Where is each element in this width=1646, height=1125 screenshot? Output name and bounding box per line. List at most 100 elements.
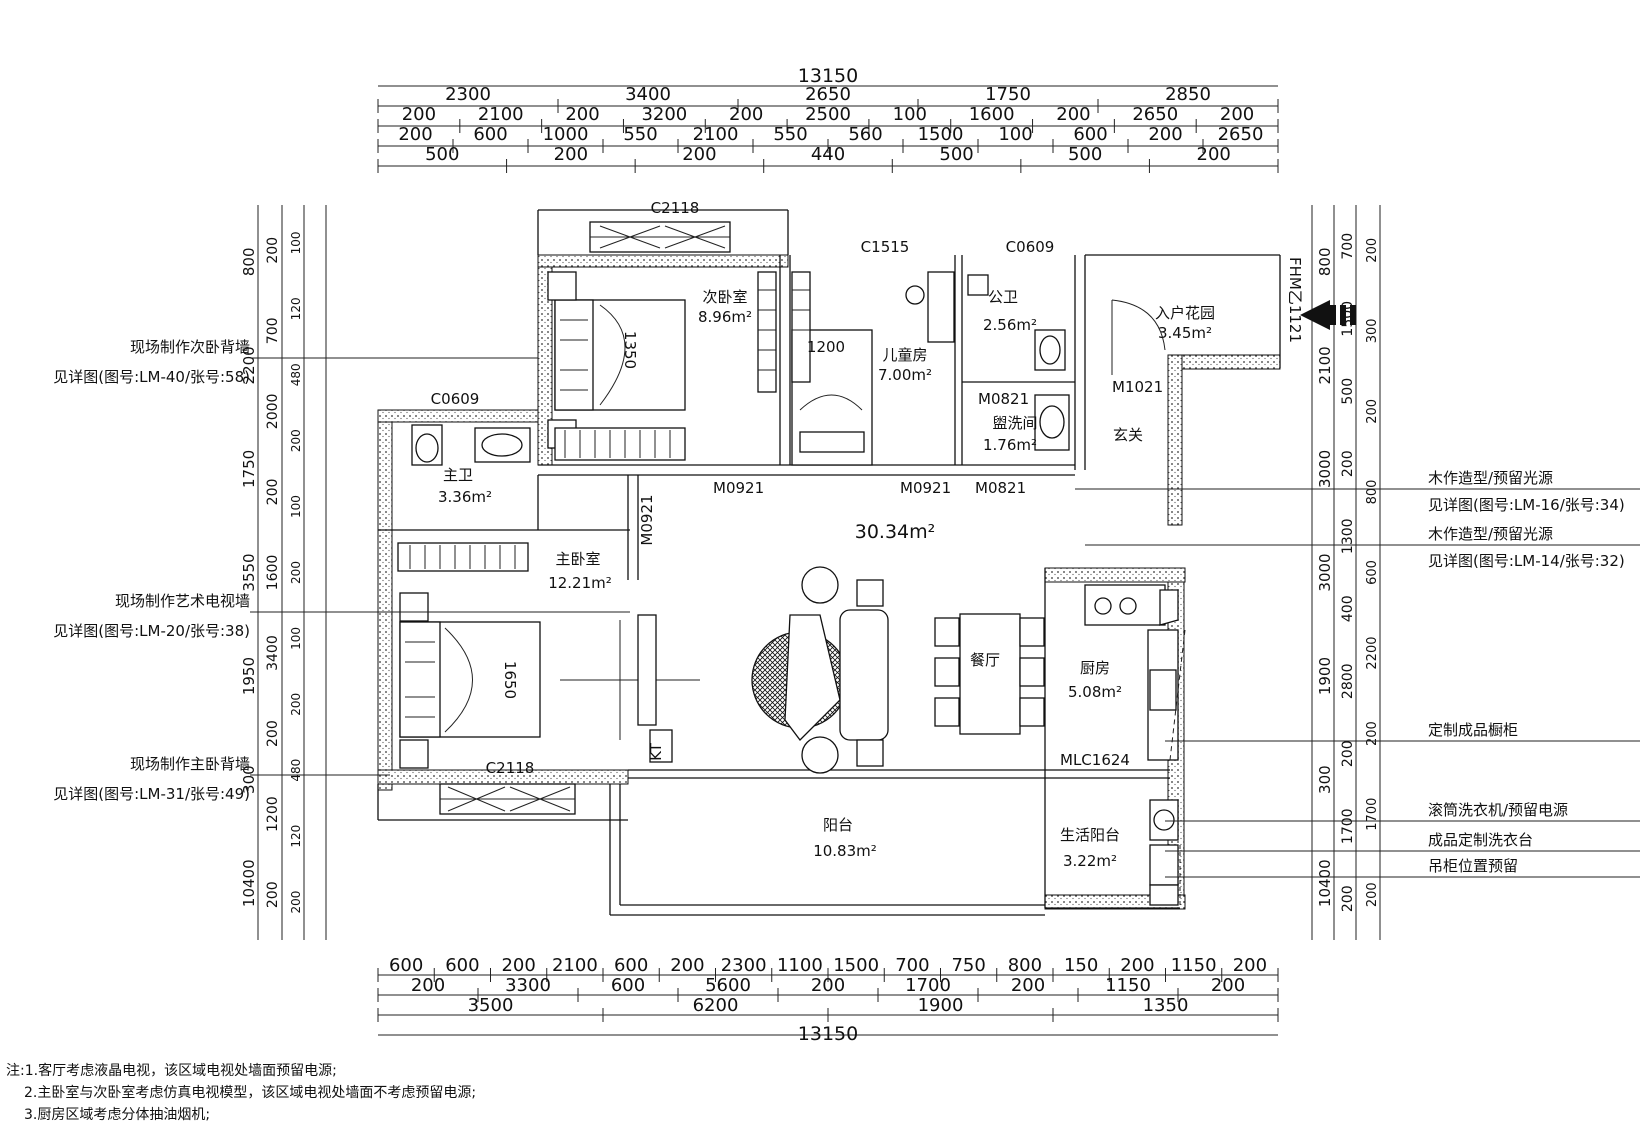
callout-right-2-ref: 见详图(图号:LM-14/张号:32) bbox=[1428, 552, 1625, 570]
door-m1021: M1021 bbox=[1112, 378, 1163, 396]
window-c0609-public: C0609 bbox=[1006, 238, 1055, 256]
dimension-label: 2300 bbox=[721, 955, 767, 976]
dimension-label: 200 bbox=[1148, 124, 1182, 145]
callout-right-4-title: 滚筒洗衣机/预留电源 bbox=[1428, 801, 1568, 819]
codes: C2118 C1515 C0609 C0609 C2118 FHM乙1121 M… bbox=[431, 199, 1304, 777]
furniture bbox=[397, 271, 1356, 906]
room-kitchen-area: 5.08m² bbox=[1068, 683, 1122, 701]
dimension-label: 1750 bbox=[240, 450, 258, 488]
dimension-label: 700 bbox=[1340, 233, 1356, 260]
dimension-label: 2100 bbox=[693, 124, 739, 145]
dimension-label: 100 bbox=[289, 627, 303, 650]
dimension-label: 1900 bbox=[918, 995, 964, 1016]
dimension-label: 700 bbox=[265, 317, 281, 344]
dimension-label: 200 bbox=[265, 237, 281, 264]
bottom-total-dim: 13150 bbox=[798, 1023, 858, 1045]
door-m0921-master: M0921 bbox=[638, 494, 656, 545]
dimension-label: 1750 bbox=[985, 84, 1031, 105]
room-service-balcony-name: 生活阳台 bbox=[1060, 826, 1120, 844]
room-public-bath-name: 公卫 bbox=[988, 288, 1018, 306]
dimension-label: 1700 bbox=[1340, 808, 1356, 844]
room-living-area: 30.34m² bbox=[855, 521, 936, 543]
dimension-label: 100 bbox=[289, 495, 303, 518]
room-second-bedroom-name: 次卧室 bbox=[702, 288, 747, 306]
dimension-label: 3000 bbox=[1316, 553, 1334, 591]
dimension-label: 200 bbox=[1211, 975, 1245, 996]
callout-left-2-ref: 见详图(图号:LM-20/张号:38) bbox=[53, 622, 250, 640]
door-fhm: FHM乙1121 bbox=[1286, 257, 1304, 343]
dimension-label: 3200 bbox=[641, 104, 687, 125]
dimension-label: 200 bbox=[1197, 144, 1231, 165]
room-balcony-area: 10.83m² bbox=[813, 842, 877, 860]
dimension-label: 800 bbox=[240, 247, 258, 276]
callout-right-2-title: 木作造型/预留光源 bbox=[1428, 525, 1553, 543]
dimension-label: 550 bbox=[623, 124, 657, 145]
dimension-label: 10400 bbox=[1316, 859, 1334, 907]
window-c0609-master: C0609 bbox=[431, 390, 480, 408]
dimension-label: 1300 bbox=[1340, 518, 1356, 554]
dimension-label: 480 bbox=[289, 363, 303, 386]
dimension-label: 200 bbox=[1340, 450, 1356, 477]
room-children-name: 儿童房 bbox=[882, 346, 927, 364]
dimension-label: 200 bbox=[501, 955, 535, 976]
callout-left-2-title: 现场制作艺术电视墙 bbox=[115, 592, 250, 610]
dimension-label: 2850 bbox=[1165, 84, 1211, 105]
dimension-label: 200 bbox=[1365, 721, 1380, 746]
dimension-label: 1150 bbox=[1171, 955, 1217, 976]
dimension-label: 200 bbox=[682, 144, 716, 165]
dimension-label: 5600 bbox=[705, 975, 751, 996]
window-c2118-top: C2118 bbox=[651, 199, 700, 217]
dimension-label: 480 bbox=[289, 759, 303, 782]
dimension-label: 2650 bbox=[805, 84, 851, 105]
dimension-label: 1350 bbox=[1143, 995, 1189, 1016]
callout-right-1-ref: 见详图(图号:LM-16/张号:34) bbox=[1428, 496, 1625, 514]
dimension-label: 1500 bbox=[833, 955, 879, 976]
dimension-label: 200 bbox=[265, 720, 281, 747]
room-kitchen-name: 厨房 bbox=[1080, 659, 1110, 677]
room-master-bedroom-area: 12.21m² bbox=[548, 574, 612, 592]
dimension-label: 200 bbox=[411, 975, 445, 996]
room-foyer-name: 玄关 bbox=[1113, 426, 1143, 444]
dimension-label: 500 bbox=[939, 144, 973, 165]
dimension-label: 3000 bbox=[1316, 450, 1334, 488]
left-dimensions: 8002200175035501950300104002007002000200… bbox=[240, 205, 327, 940]
dimension-label: 200 bbox=[1365, 399, 1380, 424]
dimension-label: 1500 bbox=[918, 124, 964, 145]
door-m0921-a: M0921 bbox=[713, 479, 764, 497]
dimension-label: 1000 bbox=[543, 124, 589, 145]
dimension-label: 200 bbox=[729, 104, 763, 125]
door-m0821-b: M0821 bbox=[975, 479, 1026, 497]
dimension-label: 400 bbox=[1340, 595, 1356, 622]
room-second-bedroom-area: 8.96m² bbox=[698, 308, 752, 326]
dimension-label: 200 bbox=[670, 955, 704, 976]
dimension-label: 1700 bbox=[905, 975, 951, 996]
dimension-label: 1600 bbox=[265, 555, 281, 591]
dimension-label: 120 bbox=[289, 825, 303, 848]
right-dimensions: 8002100300030001900300104007001500500200… bbox=[1311, 205, 1381, 940]
dimension-label: 750 bbox=[951, 955, 985, 976]
dimension-label: 2650 bbox=[1218, 124, 1264, 145]
callout-right-1-title: 木作造型/预留光源 bbox=[1428, 469, 1553, 487]
dimension-label: 200 bbox=[398, 124, 432, 145]
dimension-label: 600 bbox=[611, 975, 645, 996]
bed-size-master: 1650 bbox=[501, 661, 519, 699]
dimension-label: 100 bbox=[998, 124, 1032, 145]
dimension-label: 2500 bbox=[805, 104, 851, 125]
dimension-label: 2200 bbox=[1365, 637, 1380, 670]
bed-size-children: 1200 bbox=[807, 338, 845, 356]
window-c1515: C1515 bbox=[861, 238, 910, 256]
dimension-label: 2650 bbox=[1132, 104, 1178, 125]
dimension-label: 800 bbox=[1008, 955, 1042, 976]
dimension-label: 600 bbox=[445, 955, 479, 976]
dimension-label: 100 bbox=[893, 104, 927, 125]
room-balcony-name: 阳台 bbox=[823, 816, 853, 834]
room-washroom-name: 盥洗间 bbox=[992, 414, 1037, 432]
dimension-label: 2100 bbox=[1316, 346, 1334, 384]
right-callouts: 木作造型/预留光源 见详图(图号:LM-16/张号:34) 木作造型/预留光源 … bbox=[1075, 469, 1640, 878]
dimension-label: 1950 bbox=[240, 657, 258, 695]
room-entry-garden-area: 3.45m² bbox=[1158, 324, 1212, 342]
room-master-bath-name: 主卫 bbox=[443, 466, 473, 484]
dimension-label: 10400 bbox=[240, 859, 258, 907]
bed-size-second: 1350 bbox=[621, 331, 639, 369]
